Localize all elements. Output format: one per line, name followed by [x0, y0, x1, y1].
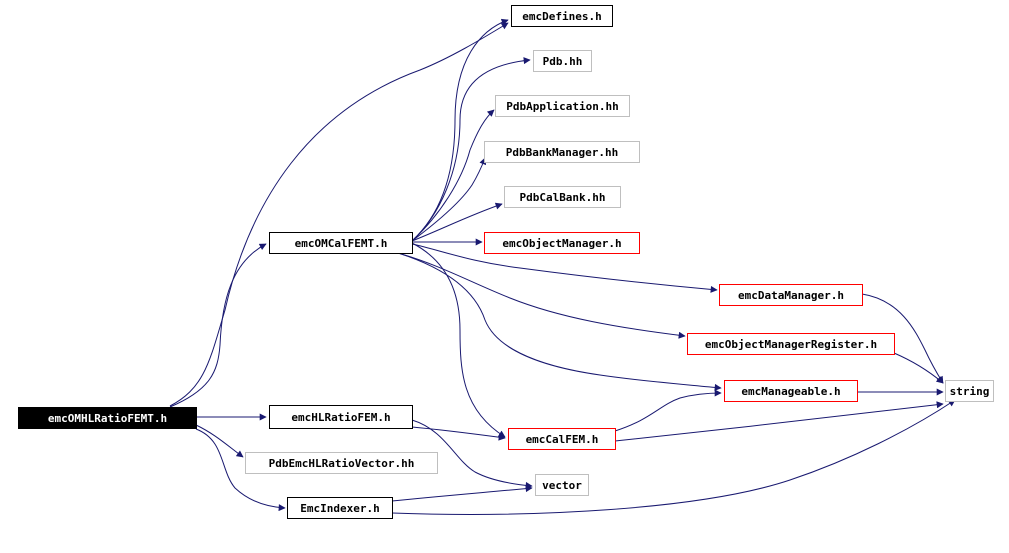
node-box [945, 380, 994, 402]
node-box [533, 50, 592, 72]
node-label: PdbCalBank.hh [519, 191, 605, 204]
node-box [18, 407, 197, 429]
edge-emcOMCalFEMT-to-Pdb [411, 57, 531, 242]
node-root[interactable]: emcOMHLRatioFEMT.h [18, 407, 197, 429]
node-box [287, 497, 393, 519]
edge-EmcIndexer-to-vector [391, 485, 533, 502]
node-label: emcObjectManagerRegister.h [705, 338, 877, 351]
node-label: emcOMCalFEMT.h [295, 237, 388, 250]
node-Pdb: Pdb.hh [533, 50, 592, 72]
node-label: PdbApplication.hh [506, 100, 619, 113]
node-emcManageable[interactable]: emcManageable.h [724, 380, 858, 402]
node-string: string [945, 380, 994, 402]
edge-emcOMCalFEMT-to-PdbCalBank [411, 202, 503, 242]
edge-emcOMCalFEMT-to-PdbBankManager [411, 157, 487, 242]
node-box [269, 405, 413, 429]
node-box [245, 452, 438, 474]
node-emcHLRatioFEM[interactable]: emcHLRatioFEM.h [269, 405, 413, 429]
node-box [504, 186, 621, 208]
node-emcObjectManagerRegister[interactable]: emcObjectManagerRegister.h [687, 333, 895, 355]
node-label: emcDefines.h [522, 10, 601, 23]
edges-layer [169, 18, 956, 515]
edge-emcOMCalFEMT-to-emcDataManager [411, 243, 718, 293]
edge-emcOMCalFEMT-to-emcManageable [397, 252, 722, 391]
node-emcObjectManager[interactable]: emcObjectManager.h [484, 232, 640, 254]
node-emcCalFEM[interactable]: emcCalFEM.h [508, 428, 616, 450]
node-label: Pdb.hh [543, 55, 583, 68]
edge-emcObjectManagerRegister-to-string [893, 352, 944, 384]
edge-emcCalFEM-to-string [614, 401, 944, 442]
node-box [495, 95, 630, 117]
nodes-layer: emcOMHLRatioFEMT.h emcOMCalFEMT.h emcHLRat… [18, 5, 994, 519]
edge-emcHLRatioFEM-to-emcCalFEM [411, 426, 506, 441]
node-label: emcHLRatioFEM.h [291, 411, 390, 424]
node-box [508, 428, 616, 450]
node-box [719, 284, 863, 306]
edge-emcHLRatioFEM-to-vector [411, 419, 533, 489]
node-label: emcOMHLRatioFEMT.h [48, 412, 167, 425]
node-label: emcObjectManager.h [502, 237, 621, 250]
edge-emcCalFEM-to-emcManageable [614, 389, 722, 432]
node-box [724, 380, 858, 402]
edge-emcOMCalFEMT-to-emcObjectManagerRegister [397, 252, 686, 339]
node-vector: vector [535, 474, 589, 496]
node-box [687, 333, 895, 355]
edge-root-to-emcDefines [169, 22, 509, 407]
node-box [484, 141, 640, 163]
node-emcDefines[interactable]: emcDefines.h [511, 5, 613, 27]
node-box [511, 5, 613, 27]
edge-root-to-PdbEmcHLRatioVector [195, 424, 244, 458]
node-label: string [950, 385, 990, 398]
node-emcOMCalFEMT[interactable]: emcOMCalFEMT.h [269, 232, 413, 254]
edge-emcOMCalFEMT-to-PdbApplication [411, 109, 495, 242]
node-PdbEmcHLRatioVector: PdbEmcHLRatioVector.hh [245, 452, 438, 474]
node-label: EmcIndexer.h [300, 502, 379, 515]
node-label: emcDataManager.h [738, 289, 844, 302]
node-label: PdbBankManager.hh [506, 146, 619, 159]
node-label: emcCalFEM.h [526, 433, 599, 446]
edge-emcOMCalFEMT-to-emcCalFEM [411, 242, 506, 438]
node-label: vector [542, 479, 582, 492]
node-PdbBankManager: PdbBankManager.hh [484, 141, 640, 163]
edge-EmcIndexer-to-string [391, 399, 956, 515]
node-PdbCalBank: PdbCalBank.hh [504, 186, 621, 208]
edge-emcOMCalFEMT-to-emcDefines [411, 18, 509, 242]
edge-root-to-EmcIndexer [195, 428, 286, 512]
node-label: PdbEmcHLRatioVector.hh [269, 457, 415, 470]
node-label: emcManageable.h [741, 385, 840, 398]
node-box [535, 474, 589, 496]
edge-emcDataManager-to-string [861, 293, 944, 384]
node-box [269, 232, 413, 254]
edge-root-to-emcOMCalFEMT [169, 243, 267, 408]
node-PdbApplication: PdbApplication.hh [495, 95, 630, 117]
node-emcDataManager[interactable]: emcDataManager.h [719, 284, 863, 306]
node-box [484, 232, 640, 254]
node-EmcIndexer[interactable]: EmcIndexer.h [287, 497, 393, 519]
